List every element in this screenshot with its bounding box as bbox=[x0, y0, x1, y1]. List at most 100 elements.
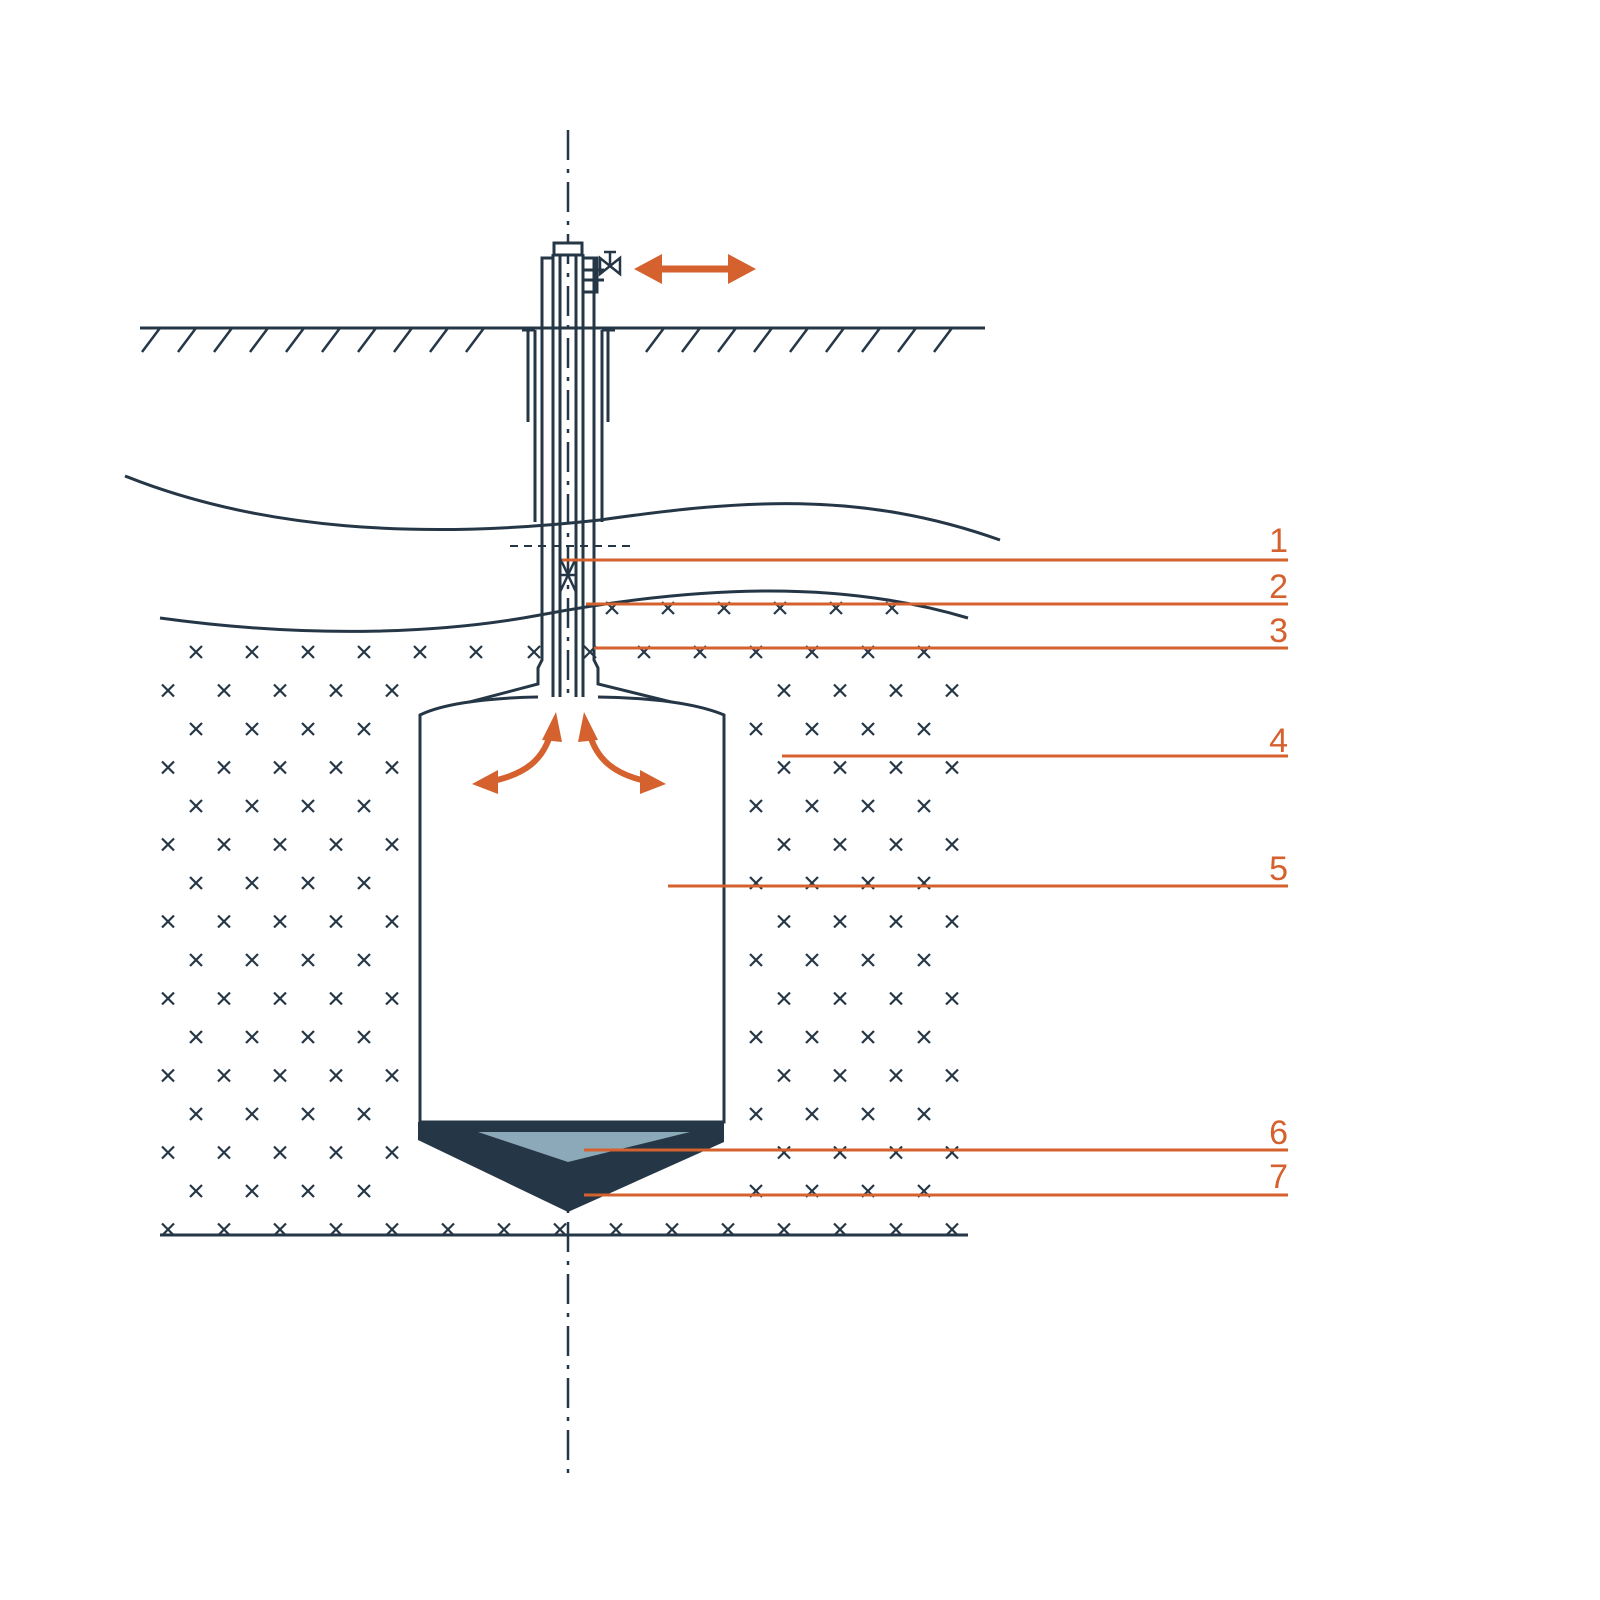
cross-mark bbox=[945, 991, 959, 1006]
cross-mark bbox=[357, 876, 371, 890]
cross-mark bbox=[469, 645, 483, 659]
cross-mark bbox=[245, 953, 259, 967]
cross-mark bbox=[777, 914, 791, 929]
cross-mark bbox=[917, 722, 931, 736]
cross-mark bbox=[749, 799, 763, 813]
cross-mark bbox=[357, 953, 371, 967]
cross-mark bbox=[189, 1107, 203, 1121]
cross-mark bbox=[189, 953, 203, 967]
cross-mark bbox=[273, 760, 287, 775]
cross-mark bbox=[245, 876, 259, 890]
cross-mark bbox=[161, 760, 175, 775]
cross-mark bbox=[161, 1145, 175, 1160]
cross-mark bbox=[161, 837, 175, 852]
cross-mark bbox=[917, 1107, 931, 1121]
cross-mark bbox=[245, 722, 259, 736]
callout-label-3: 3 bbox=[1269, 612, 1288, 650]
cross-mark bbox=[777, 1068, 791, 1083]
cross-mark bbox=[161, 1068, 175, 1083]
cross-mark bbox=[217, 1145, 231, 1160]
cross-mark bbox=[273, 991, 287, 1006]
callout-label-4: 4 bbox=[1269, 722, 1288, 760]
cross-mark bbox=[749, 953, 763, 967]
cross-mark bbox=[273, 914, 287, 929]
cross-mark bbox=[217, 760, 231, 775]
cross-mark bbox=[357, 1107, 371, 1121]
valve-icon bbox=[598, 250, 622, 277]
cross-mark bbox=[777, 837, 791, 852]
cross-mark bbox=[833, 760, 847, 775]
cross-mark bbox=[245, 1184, 259, 1198]
cross-mark bbox=[385, 1068, 399, 1083]
cross-mark bbox=[833, 683, 847, 698]
cross-mark bbox=[329, 683, 343, 698]
cross-mark bbox=[273, 1145, 287, 1160]
wellhead bbox=[540, 241, 604, 294]
callout-label-1: 1 bbox=[1269, 522, 1288, 560]
sump-liquid bbox=[478, 1132, 690, 1162]
cross-mark bbox=[301, 1184, 315, 1198]
cross-mark bbox=[889, 837, 903, 852]
cross-mark bbox=[777, 683, 791, 698]
cross-mark bbox=[889, 683, 903, 698]
cross-mark bbox=[189, 799, 203, 813]
layer-boundary-lower bbox=[159, 589, 969, 633]
callout-label-7: 7 bbox=[1269, 1158, 1288, 1196]
cross-mark bbox=[945, 1068, 959, 1083]
cross-mark bbox=[217, 1068, 231, 1083]
cross-mark bbox=[273, 1068, 287, 1083]
cross-mark bbox=[749, 722, 763, 736]
cross-mark bbox=[889, 1145, 903, 1160]
cross-mark bbox=[385, 914, 399, 929]
cross-mark bbox=[217, 914, 231, 929]
cross-mark bbox=[945, 683, 959, 698]
cross-mark bbox=[385, 760, 399, 775]
callout-label-2: 2 bbox=[1269, 568, 1288, 606]
cross-mark bbox=[329, 1145, 343, 1160]
cross-mark bbox=[273, 683, 287, 698]
cross-mark bbox=[777, 1145, 791, 1160]
cross-mark bbox=[777, 991, 791, 1006]
cavern-flow-arrow-left bbox=[472, 712, 562, 794]
cross-mark bbox=[273, 837, 287, 852]
cross-mark bbox=[833, 1068, 847, 1083]
cross-mark bbox=[301, 722, 315, 736]
cross-mark bbox=[917, 1030, 931, 1044]
cross-mark bbox=[245, 645, 259, 659]
cross-mark bbox=[189, 1030, 203, 1044]
tubing-string bbox=[551, 250, 585, 700]
cross-mark bbox=[161, 914, 175, 929]
cross-mark bbox=[329, 837, 343, 852]
cross-mark bbox=[861, 799, 875, 813]
cross-mark bbox=[917, 953, 931, 967]
cross-mark bbox=[945, 1145, 959, 1160]
cavern-sump bbox=[418, 1122, 724, 1212]
cross-mark bbox=[357, 799, 371, 813]
callout-leaders bbox=[562, 558, 1288, 1197]
cross-mark bbox=[385, 1145, 399, 1160]
cross-mark bbox=[805, 1107, 819, 1121]
cross-mark bbox=[245, 1107, 259, 1121]
cross-mark bbox=[945, 760, 959, 775]
cross-mark bbox=[889, 1068, 903, 1083]
cross-mark bbox=[301, 799, 315, 813]
cross-mark bbox=[749, 1107, 763, 1121]
cross-mark bbox=[189, 645, 203, 659]
cross-mark bbox=[833, 991, 847, 1006]
cross-mark bbox=[217, 683, 231, 698]
cross-mark bbox=[945, 914, 959, 929]
callout-label-5: 5 bbox=[1269, 850, 1288, 888]
cross-mark bbox=[805, 799, 819, 813]
cross-mark bbox=[301, 953, 315, 967]
surface-casing bbox=[522, 328, 615, 422]
cross-mark bbox=[301, 1107, 315, 1121]
cross-mark bbox=[805, 1030, 819, 1044]
cross-mark bbox=[861, 1107, 875, 1121]
cross-mark bbox=[329, 914, 343, 929]
cross-mark bbox=[245, 799, 259, 813]
callout-label-6: 6 bbox=[1269, 1114, 1288, 1152]
cross-mark bbox=[329, 760, 343, 775]
cross-mark bbox=[245, 1030, 259, 1044]
